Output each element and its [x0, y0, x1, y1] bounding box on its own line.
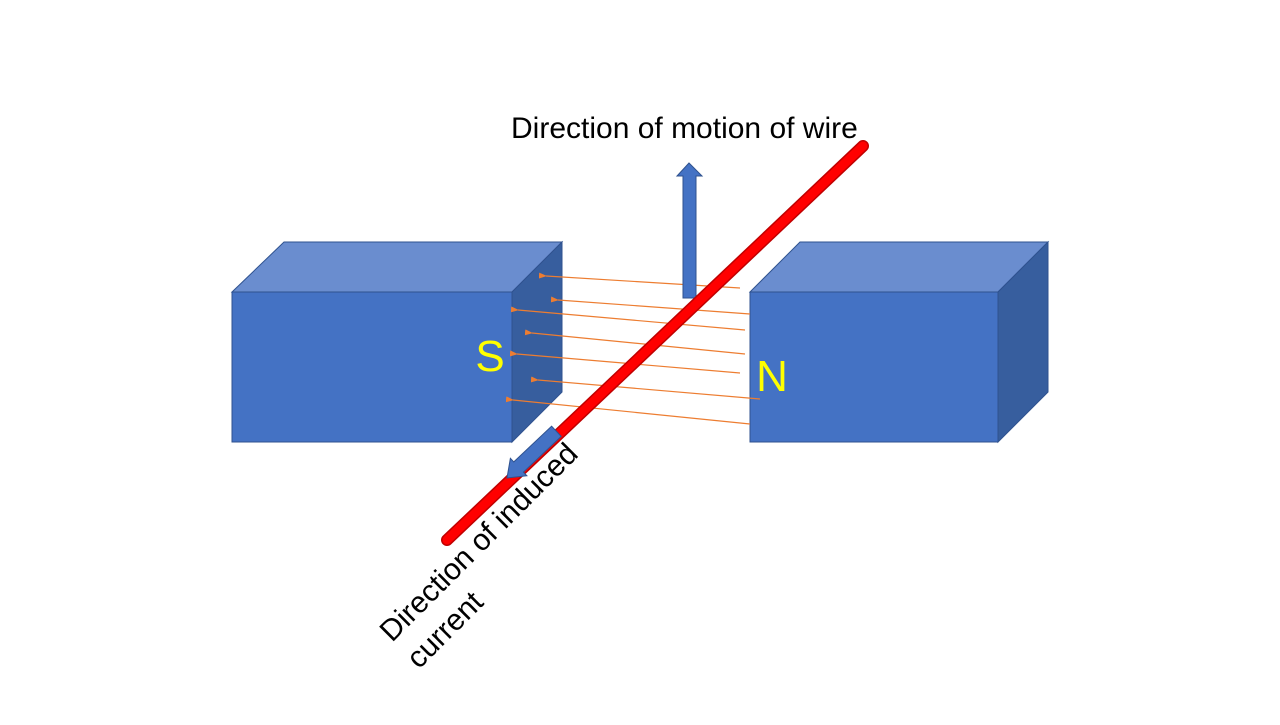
field-line	[505, 396, 751, 425]
field-line	[530, 376, 761, 400]
induced-current-label: Direction of induced current	[374, 437, 585, 675]
north-magnet-front	[749, 291, 999, 443]
motion-label: Direction of motion of wire	[511, 112, 858, 145]
north-magnet	[748, 240, 1050, 444]
field-line	[510, 306, 746, 331]
south-magnet	[230, 240, 564, 444]
north-pole-label: N	[756, 352, 788, 401]
south-magnet-top	[230, 241, 564, 293]
induced-current-arrow	[506, 425, 562, 479]
south-magnet-front	[231, 291, 513, 443]
field-line	[524, 329, 746, 355]
north-magnet-top	[748, 241, 1050, 293]
motion-direction-arrow	[675, 162, 704, 299]
south-pole-label: S	[475, 332, 504, 381]
field-line	[550, 296, 751, 315]
